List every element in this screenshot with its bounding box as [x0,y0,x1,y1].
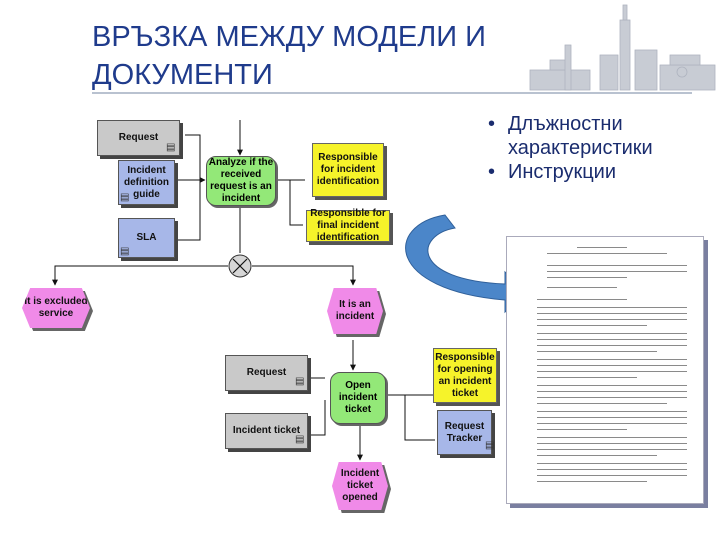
analyze-request-function: Analyze if the received request is an in… [206,156,276,206]
document-icon: ▤ [295,434,305,445]
ticket-opened-event: Incident ticket opened [332,462,388,510]
document-icon: ▤ [120,192,130,203]
incident-ticket-document: Incident ticket [225,413,308,449]
request-document-mid: Request [225,355,308,391]
open-ticket-function: Open incident ticket [330,372,386,424]
document-icon: ▤ [166,142,176,153]
sla-document: SLA [118,218,175,258]
instruction-document-image [506,236,704,504]
xor-connector-icon [228,254,252,278]
responsible-identification-role: Responsible for incident identification [312,143,384,197]
responsible-final-role: Responsible for final incident identific… [306,208,390,243]
skyline-icon [529,4,716,91]
bullet-item: •Инструкции [488,161,617,183]
page-title: ВРЪЗКА МЕЖДУ МОДЕЛИ И ДОКУМЕНТИ [92,21,487,91]
document-icon: ▤ [120,246,130,257]
title-rule [92,92,692,94]
is-incident-event: It is an incident [327,288,383,334]
incident-definition-guide: Incident definition guide [118,160,175,205]
bullet-list: •Длъжностни характеристики •Инструкции [488,112,718,184]
bullet-item: •Длъжностни характеристики [488,113,653,159]
request-document-top: Request [97,120,180,156]
document-icon: ▤ [295,376,305,387]
excluded-service-event: It is excluded service [22,288,90,328]
document-icon: ▤ [485,440,495,451]
responsible-opening-role: Responsible for opening an incident tick… [433,348,497,403]
request-tracker-system: Request Tracker [437,410,492,455]
